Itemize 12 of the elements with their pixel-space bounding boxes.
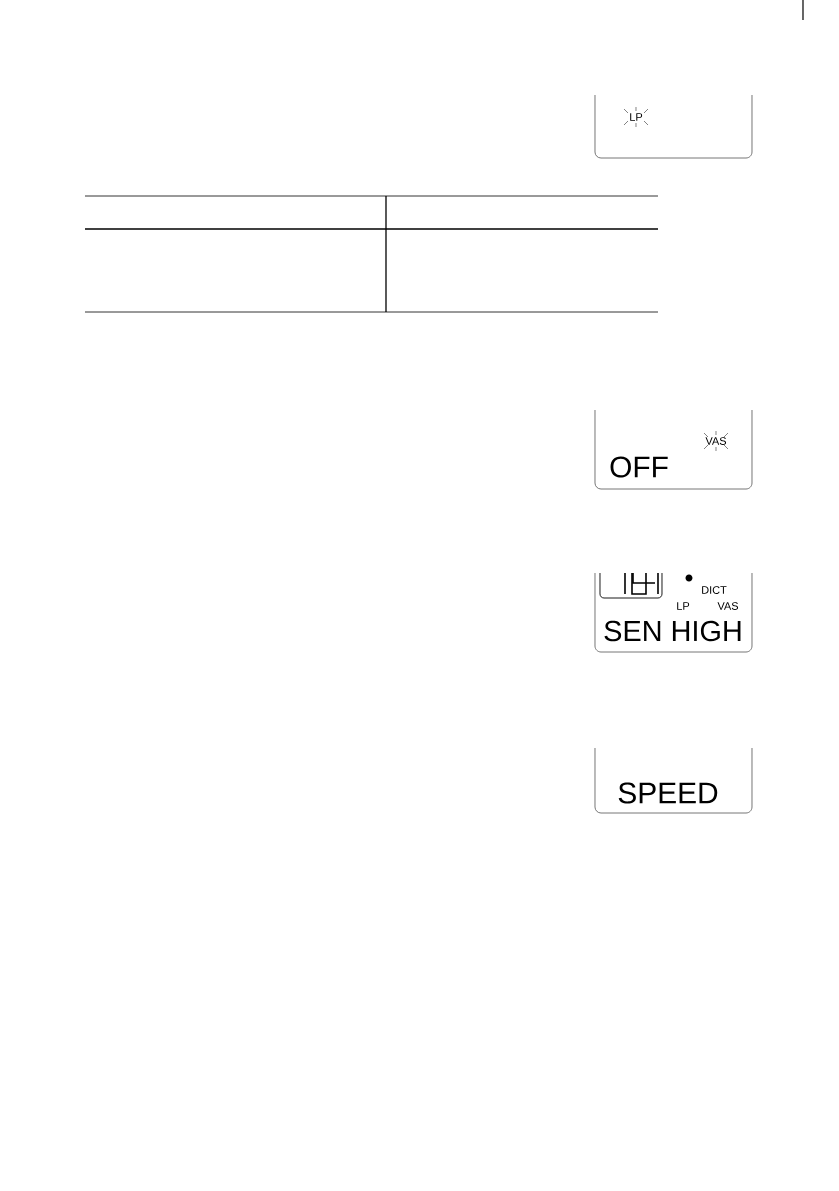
lcd-display — [594, 409, 753, 490]
lcd-indicator: DICT — [702, 586, 727, 594]
lcd-text: SEN HIGH — [604, 620, 741, 642]
lcd-indicator: LP — [677, 602, 690, 610]
lcd-display — [594, 94, 753, 159]
lcd-indicator: VAS — [717, 602, 739, 610]
lcd-indicator: VAS — [705, 437, 727, 445]
lcd-text: OFF — [610, 456, 668, 478]
lcd-text: SPEED — [618, 782, 718, 804]
lcd-indicator: LP — [630, 113, 643, 121]
lcd-display — [594, 572, 753, 653]
lcd-display — [594, 747, 753, 814]
